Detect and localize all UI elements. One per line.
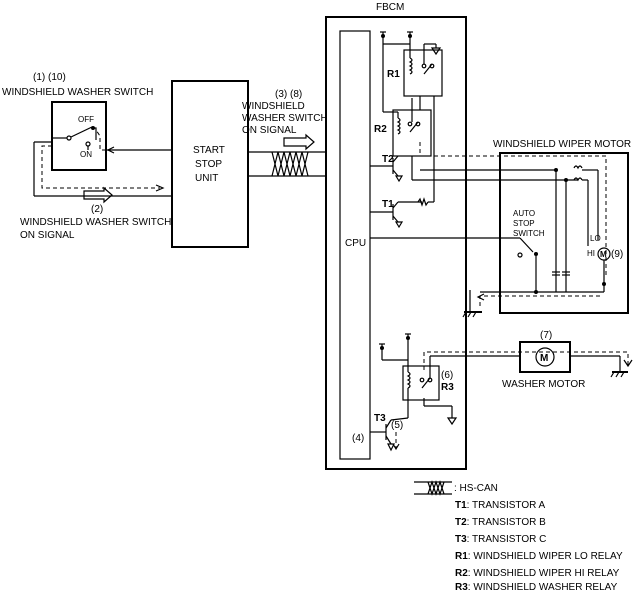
switch-title: WINDSHIELD WASHER SWITCH xyxy=(2,87,153,98)
legend: : HS-CAN T1: TRANSISTOR A T2: TRANSISTOR… xyxy=(414,480,623,592)
legend-text-t3: : TRANSISTOR C xyxy=(467,534,547,545)
auto-stop-line-2: STOP xyxy=(513,219,535,228)
hi-label: HI xyxy=(587,249,595,258)
switch-on-label: ON xyxy=(80,150,92,159)
start-stop-unit: START STOP UNIT xyxy=(171,80,249,248)
switch-on-contact xyxy=(85,141,91,147)
legend-item: T1: TRANSISTOR A xyxy=(455,500,546,511)
legend-key-t2: T2 xyxy=(455,517,467,528)
ssu-label-2: STOP xyxy=(195,159,222,170)
legend-text-t1: : TRANSISTOR A xyxy=(467,500,546,511)
wiper-motor-box xyxy=(499,152,629,314)
t3-label: T3 xyxy=(374,413,386,424)
switch-off-label: OFF xyxy=(78,115,94,124)
switch-contact xyxy=(66,135,72,141)
legend-item: R1: WINDSHIELD WIPER LO RELAY xyxy=(455,551,623,562)
on-signal-arrow-icon xyxy=(283,133,315,151)
cpu-label: CPU xyxy=(345,238,366,249)
start-stop-unit-box xyxy=(171,80,249,248)
bottom-signal-line-1: WINDSHIELD WASHER SWITCH xyxy=(20,217,171,228)
on-signal-line-3: ON SIGNAL xyxy=(242,125,297,136)
switch-lever xyxy=(70,126,93,138)
t2-label: T2 xyxy=(382,154,394,165)
legend-item: R3: WINDSHIELD WASHER RELAY xyxy=(455,582,618,592)
switch-box xyxy=(51,101,107,171)
legend-text-t2: : TRANSISTOR B xyxy=(467,517,546,528)
cpu-box xyxy=(339,30,371,460)
fbcm-box xyxy=(325,16,467,470)
auto-stop-line-1: AUTO xyxy=(513,209,535,218)
r1-label: R1 xyxy=(387,69,400,80)
legend-item: T3: TRANSISTOR C xyxy=(455,534,546,545)
legend-text-r2: : WINDSHIELD WIPER HI RELAY xyxy=(468,568,620,579)
legend-key-r2: R2 xyxy=(455,568,468,579)
legend-key-t3: T3 xyxy=(455,534,467,545)
wiper-motor: WINDSHIELD WIPER MOTOR AUTO STOP SWITCH … xyxy=(462,139,631,318)
ref7: (7) xyxy=(540,330,552,341)
hs-can-link: (3) (8) WINDSHIELD WASHER SWITCH ON SIGN… xyxy=(242,89,328,177)
washer-switch: (1) (10) WINDSHIELD WASHER SWITCH OFF ON… xyxy=(2,72,172,241)
washer-motor-icon xyxy=(535,347,555,367)
switch-ref: (1) (10) xyxy=(33,72,66,83)
t1-label: T1 xyxy=(382,199,394,210)
auto-stop-contact xyxy=(517,252,523,258)
auto-stop-line-3: SWITCH xyxy=(513,229,545,238)
r1-relay xyxy=(403,49,443,97)
on-signal-line-2: WASHER SWITCH xyxy=(242,113,328,124)
bottom-signal-ref: (2) xyxy=(91,204,103,215)
fbcm: FBCM CPU R1 R2 T2 xyxy=(325,2,633,470)
signal-arrow-icon xyxy=(83,186,113,204)
legend-text-r1: : WINDSHIELD WIPER LO RELAY xyxy=(468,551,623,562)
r3-label: R3 xyxy=(441,382,454,393)
on-signal-ref: (3) (8) xyxy=(275,89,302,100)
legend-text-r3: : WINDSHIELD WASHER RELAY xyxy=(468,582,618,592)
ssu-label-3: UNIT xyxy=(195,173,218,184)
wiper-motor-title: WINDSHIELD WIPER MOTOR xyxy=(493,139,631,150)
legend-key-t1: T1 xyxy=(455,500,467,511)
ssu-label-1: START xyxy=(193,145,225,156)
washer-motor-m: M xyxy=(540,353,548,364)
legend-hscan: : HS-CAN xyxy=(454,483,498,494)
washer-motor-box xyxy=(519,341,571,373)
r2-label: R2 xyxy=(374,124,387,135)
ref6: (6) xyxy=(441,370,453,381)
washer-motor-label: WASHER MOTOR xyxy=(502,379,585,390)
legend-item: T2: TRANSISTOR B xyxy=(455,517,546,528)
fbcm-title: FBCM xyxy=(376,2,404,13)
ref9: (9) xyxy=(611,249,623,260)
r3-relay xyxy=(402,365,440,401)
bottom-signal-line-2: ON SIGNAL xyxy=(20,230,75,241)
legend-key-r3: R3 xyxy=(455,582,468,592)
ref5: (5) xyxy=(391,420,403,431)
washer-motor: (7) M WASHER MOTOR xyxy=(502,330,628,390)
on-signal-line-1: WINDSHIELD xyxy=(242,101,305,112)
wiper-motor-m: M xyxy=(600,250,607,259)
legend-key-r1: R1 xyxy=(455,551,468,562)
lo-label: LO xyxy=(590,234,601,243)
ref4: (4) xyxy=(352,433,364,444)
legend-item: R2: WINDSHIELD WIPER HI RELAY xyxy=(455,568,620,579)
